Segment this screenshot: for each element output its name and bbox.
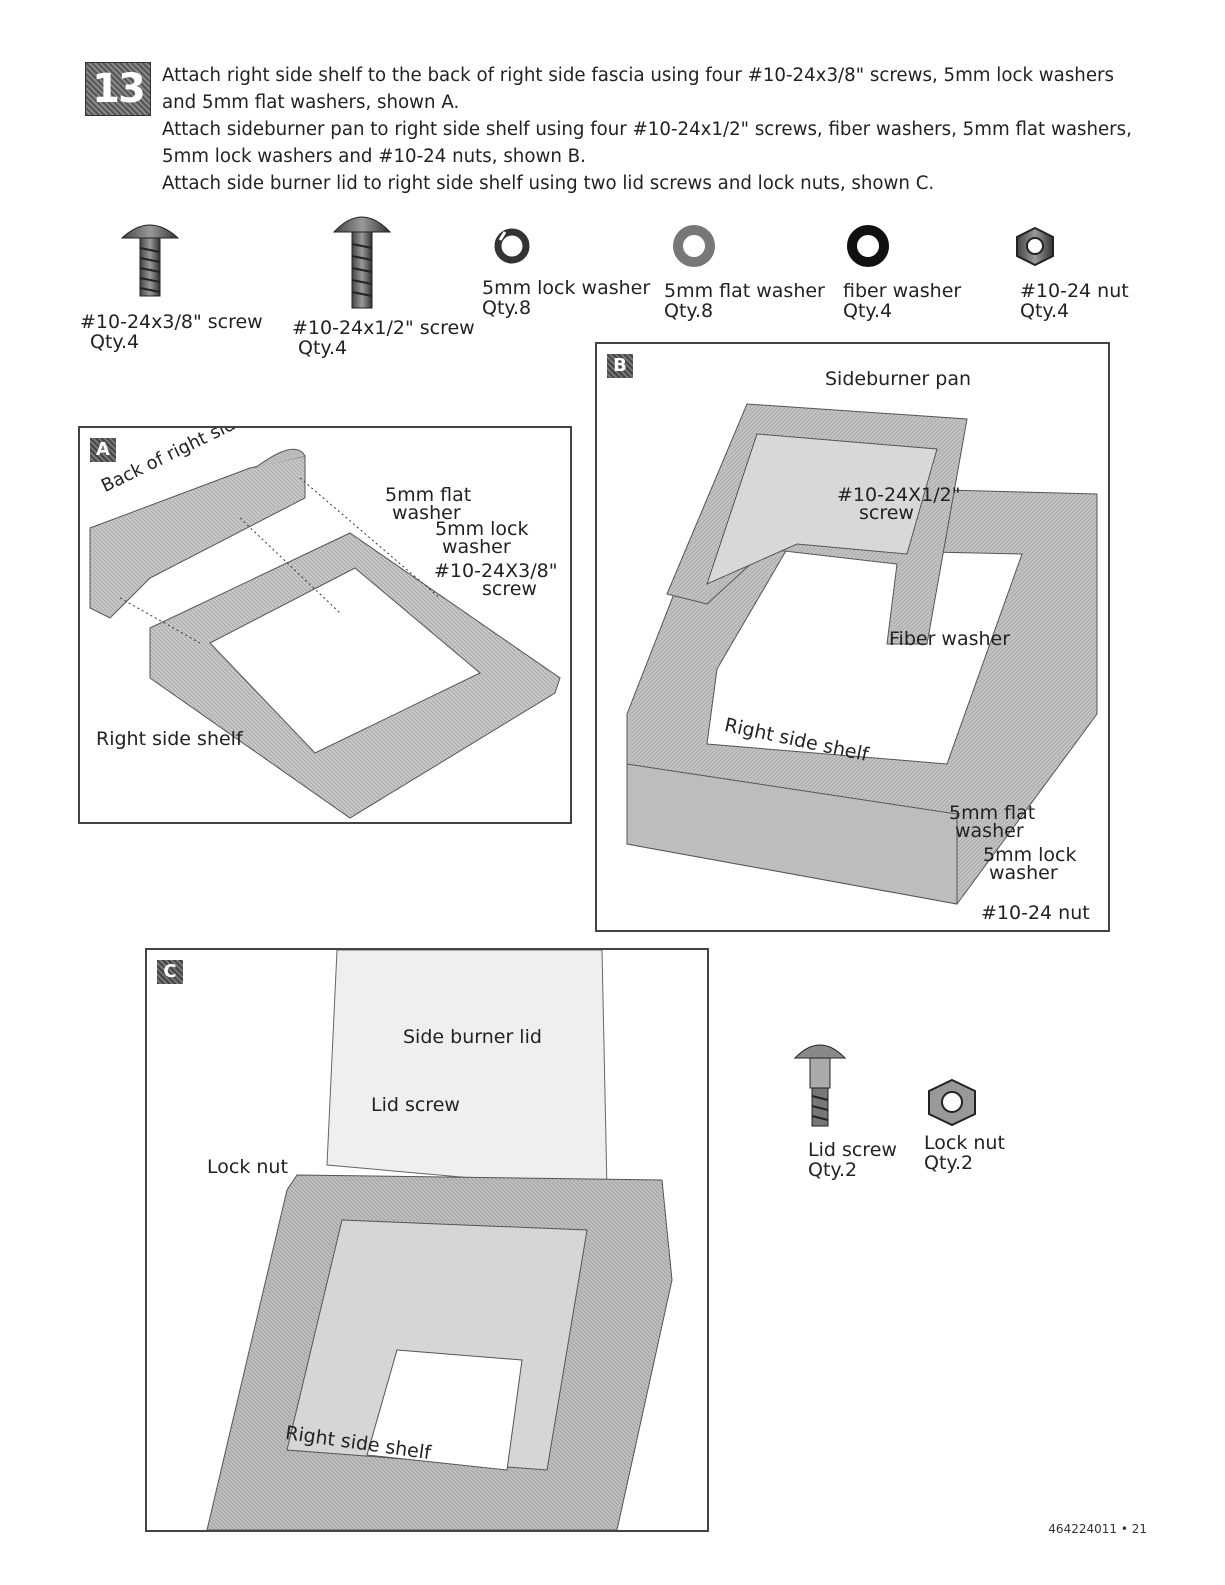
flat-washer-icon — [673, 225, 715, 267]
label-screw-b1: #10-24X1/2" — [837, 484, 961, 506]
lock-nut-icon — [928, 1078, 976, 1127]
panel-c: C Side burner lid Lid screw Lock nut Rig… — [145, 948, 709, 1532]
screw-1-2-icon — [332, 216, 392, 309]
label-lid: Side burner lid — [403, 1026, 542, 1048]
instruction-line: Attach side burner lid to right side she… — [162, 173, 935, 194]
part-screw-1-2: #10-24x1/2" screw Qty.4 — [292, 317, 475, 359]
label-nut-b: #10-24 nut — [981, 902, 1090, 924]
page-number: 464224011 • 21 — [1048, 1522, 1147, 1536]
label-shelf-a: Right side shelf — [96, 728, 243, 750]
instructions: Attach right side shelf to the back of r… — [162, 62, 1202, 197]
label-flat-washer-a2: washer — [392, 502, 461, 524]
part-nut: #10-24 nut Qty.4 — [1020, 280, 1129, 322]
label-fiber: Fiber washer — [889, 628, 1011, 650]
panel-c-illustration — [206, 950, 673, 1530]
label-lock-washer-b1: 5mm lock — [983, 844, 1077, 866]
label-flat-washer-b2: washer — [955, 820, 1024, 842]
panel-a-tag: A — [90, 438, 116, 462]
panel-c-tag: C — [157, 960, 183, 984]
label-screw-b2: screw — [859, 502, 914, 524]
label-pan: Sideburner pan — [825, 368, 971, 390]
label-lock-nut: Lock nut — [207, 1156, 288, 1178]
part-fiber-washer: fiber washer Qty.4 — [843, 280, 962, 322]
part-screw-3-8: #10-24x3/8" screw Qty.4 — [80, 311, 263, 353]
panel-b: B Sideburner pan #10-24X1/2" screw Fiber… — [595, 342, 1110, 932]
part-lock-washer: 5mm lock washer Qty.8 — [482, 277, 651, 319]
panel-b-illustration — [626, 403, 1098, 905]
part-lid-screw: Lid screw Qty.2 — [808, 1139, 897, 1181]
nut-icon — [1016, 226, 1054, 267]
panel-b-tag: B — [607, 354, 633, 378]
panel-a: A Back of right side fascia 5mm flat was… — [78, 426, 572, 824]
screw-3-8-icon — [120, 224, 180, 297]
label-lock-washer-a2: washer — [442, 536, 511, 558]
label-flat-washer-a1: 5mm flat — [385, 484, 472, 506]
fiber-washer-icon — [847, 225, 889, 267]
label-screw-a2: screw — [482, 578, 537, 600]
instruction-line: 5mm lock washers and #10-24 nuts, shown … — [162, 146, 586, 167]
label-lid-screw: Lid screw — [371, 1094, 460, 1116]
instruction-line: Attach right side shelf to the back of r… — [162, 65, 1114, 86]
lid-screw-icon — [793, 1044, 847, 1127]
part-lock-nut: Lock nut Qty.2 — [924, 1132, 1005, 1174]
hardware-icons — [120, 216, 1054, 309]
lock-washer-icon — [494, 228, 530, 264]
instruction-line: Attach sideburner pan to right side shel… — [162, 119, 1132, 140]
panel-a-illustration — [89, 448, 561, 819]
part-flat-washer: 5mm flat washer Qty.8 — [664, 280, 825, 322]
label-flat-washer-b1: 5mm flat — [949, 802, 1036, 824]
label-screw-a1: #10-24X3/8" — [434, 560, 558, 582]
label-lock-washer-a1: 5mm lock — [435, 518, 529, 540]
label-lock-washer-b2: washer — [989, 862, 1058, 884]
instruction-line: and 5mm flat washers, shown A. — [162, 92, 460, 113]
step-number-badge: 13 — [85, 62, 151, 116]
